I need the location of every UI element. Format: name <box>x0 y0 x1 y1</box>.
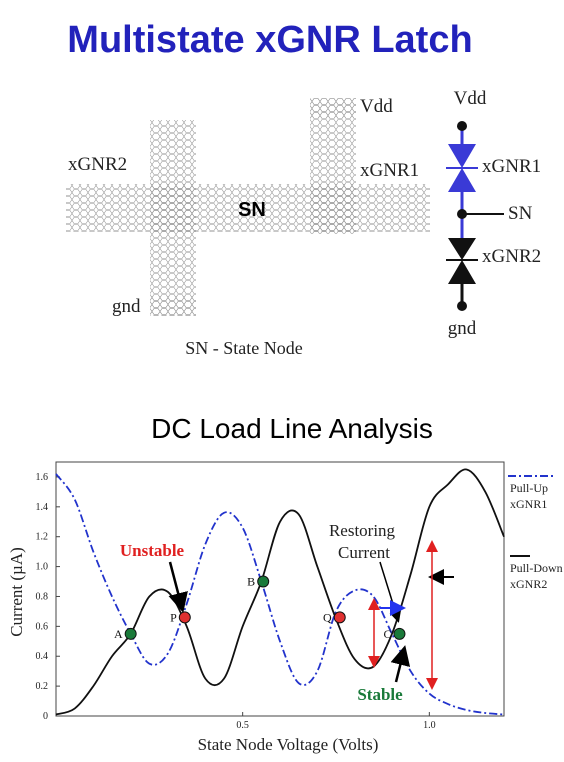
operating-point-b <box>257 575 270 588</box>
graphene-device: SN Vdd xGNR1 xGNR2 gnd SN - State Node <box>66 96 430 358</box>
circuit-gnd-label: gnd <box>448 318 477 339</box>
y-tick-label: 1.6 <box>36 472 49 483</box>
gnd-contact <box>150 296 196 316</box>
device-xgnr2-label: xGNR2 <box>68 154 127 175</box>
x-tick-label: 1.0 <box>423 720 436 731</box>
operating-point-label: Q <box>323 610 332 624</box>
operating-point-c <box>393 627 406 640</box>
y-tick-label: 1.0 <box>36 562 49 573</box>
operating-point-label: A <box>114 627 123 641</box>
y-axis-label: Current (µA) <box>7 547 26 637</box>
y-tick-label: 0.6 <box>36 621 49 632</box>
device-gnd-label: gnd <box>112 296 141 317</box>
chart-legend: Pull-Up xGNR1 Pull-Down xGNR2 <box>508 475 563 591</box>
y-tick-label: 0.4 <box>36 651 49 662</box>
device-sn-label: SN <box>238 199 266 221</box>
legend-pulldown-line2: xGNR2 <box>510 577 547 591</box>
plot-frame <box>55 461 505 717</box>
stable-label: Stable <box>357 685 403 704</box>
restoring-label-line1: Restoring <box>329 521 396 540</box>
legend-pullup-line2: xGNR1 <box>510 497 547 511</box>
circuit-xgnr2-label: xGNR2 <box>482 246 541 267</box>
circuit-sn-label: SN <box>508 203 533 224</box>
stable-arrow <box>390 645 411 683</box>
circuit-schematic: Vdd xGNR1 SN xGNR2 gnd <box>446 88 541 339</box>
graphene-left-vertical-ribbon <box>150 120 196 316</box>
device-vdd-label: Vdd <box>360 96 393 117</box>
y-tick-label: 0.2 <box>36 681 49 692</box>
unstable-label: Unstable <box>120 541 185 560</box>
x-tick-label: 0.5 <box>236 720 249 731</box>
graphene-horizontal-ribbon <box>66 184 430 232</box>
load-line-chart: 0 0.2 0.4 0.6 0.8 1.0 1.2 1.4 1.6 0.5 1.0 A P B Q C <box>36 461 505 731</box>
vdd-node <box>457 121 467 131</box>
device-caption: SN - State Node <box>185 338 302 358</box>
pulldown-curve <box>55 468 505 716</box>
operating-point-p <box>178 611 191 624</box>
restoring-label-line2: Current <box>338 543 390 562</box>
slide-title: Multistate xGNR Latch <box>67 19 472 61</box>
pullup-curve <box>55 473 505 716</box>
y-tick-label: 1.4 <box>36 502 49 513</box>
y-tick-label: 0 <box>43 711 48 722</box>
unstable-arrow <box>168 561 188 613</box>
graphene-right-vertical-ribbon <box>310 98 356 234</box>
circuit-xgnr1-label: xGNR1 <box>482 156 541 177</box>
vdd-contact <box>310 98 356 118</box>
y-tick-label: 1.2 <box>36 532 49 543</box>
operating-point-label: B <box>247 575 255 589</box>
operating-point-q <box>333 611 346 624</box>
analysis-title: DC Load Line Analysis <box>151 413 433 444</box>
legend-pulldown-line1: Pull-Down <box>510 561 563 575</box>
device-xgnr1-label: xGNR1 <box>360 160 419 181</box>
legend-pullup-line1: Pull-Up <box>510 481 548 495</box>
operating-point-label: C <box>383 627 391 641</box>
x-axis-label: State Node Voltage (Volts) <box>198 735 379 754</box>
operating-point-a <box>124 627 137 640</box>
gnd-node <box>457 301 467 311</box>
y-tick-label: 0.8 <box>36 591 49 602</box>
circuit-vdd-label: Vdd <box>454 88 487 109</box>
operating-point-label: P <box>170 610 177 624</box>
